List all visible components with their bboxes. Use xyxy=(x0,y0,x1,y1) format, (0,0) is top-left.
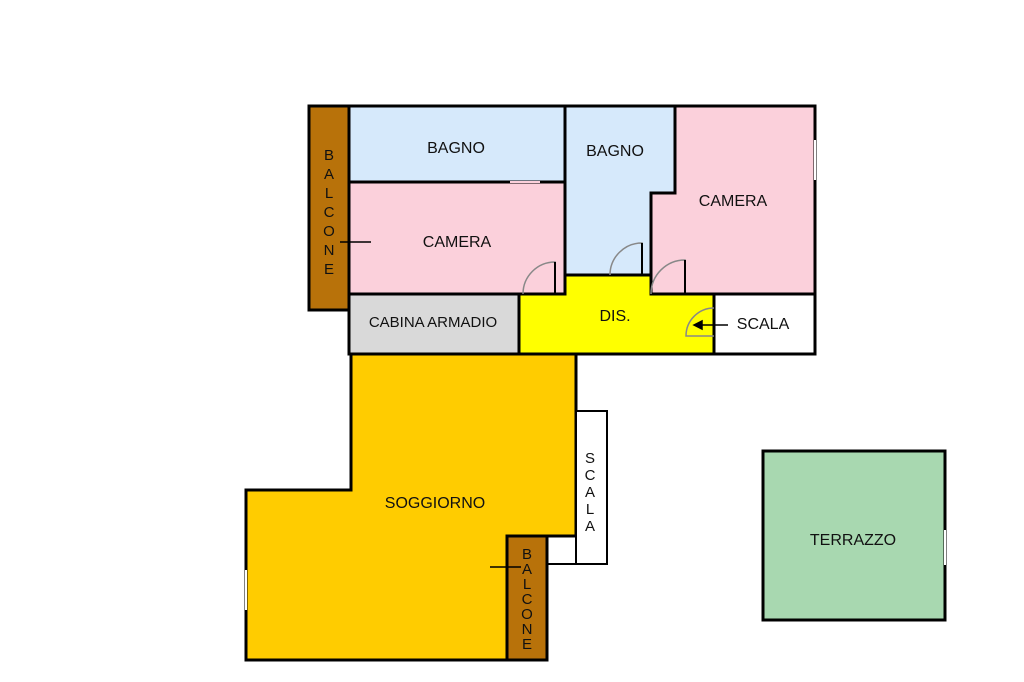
bagno-left-label: BAGNO xyxy=(427,140,485,157)
vertical-label-letter: L xyxy=(523,576,531,593)
vertical-label-letter: E xyxy=(522,636,532,653)
vertical-label-letter: A xyxy=(522,561,532,578)
bagno-mid-label: BAGNO xyxy=(586,143,644,160)
dis-label: DIS. xyxy=(599,308,630,325)
terrazzo-label: TERRAZZO xyxy=(810,532,896,549)
window-marks xyxy=(245,140,946,610)
vertical-label-letter: C xyxy=(585,467,596,484)
terrazzo-room[interactable] xyxy=(761,449,947,622)
bagno-left-room[interactable] xyxy=(347,104,567,184)
balcone-bottom-room[interactable] xyxy=(505,534,549,662)
vertical-label-letter: O xyxy=(323,223,335,240)
scala-vertical-label: SCALA xyxy=(585,450,596,535)
balcone-top-room[interactable] xyxy=(307,104,351,312)
vertical-label-letter: B xyxy=(522,546,532,563)
vertical-label-letter: B xyxy=(324,147,334,164)
vertical-label-letter: A xyxy=(324,166,334,183)
scala-arrow xyxy=(692,319,728,331)
camera-left-label: CAMERA xyxy=(423,234,492,251)
camera-right-label: CAMERA xyxy=(699,193,768,210)
vertical-label-letter: N xyxy=(522,621,533,638)
door-swings xyxy=(522,242,715,337)
vertical-label-letter: L xyxy=(586,501,594,518)
vertical-label-letter: C xyxy=(522,591,533,608)
scala-vertical-room[interactable] xyxy=(575,410,608,565)
vertical-label-letter: S xyxy=(585,450,595,467)
vertical-label-letter: E xyxy=(324,261,334,278)
vertical-label-letter: C xyxy=(324,204,335,221)
scala-right-label: SCALA xyxy=(737,316,790,333)
vertical-label-letter: A xyxy=(585,518,595,535)
vertical-label-letter: L xyxy=(325,185,333,202)
cabina-armadio-label: CABINA ARMADIO xyxy=(369,314,497,331)
vertical-label-letter: N xyxy=(324,242,335,259)
soggiorno-label: SOGGIORNO xyxy=(385,495,485,512)
door-panels xyxy=(554,243,686,294)
vertical-label-letter: A xyxy=(585,484,595,501)
scala-right-room[interactable] xyxy=(712,292,817,356)
vertical-label-letter: O xyxy=(521,606,533,623)
